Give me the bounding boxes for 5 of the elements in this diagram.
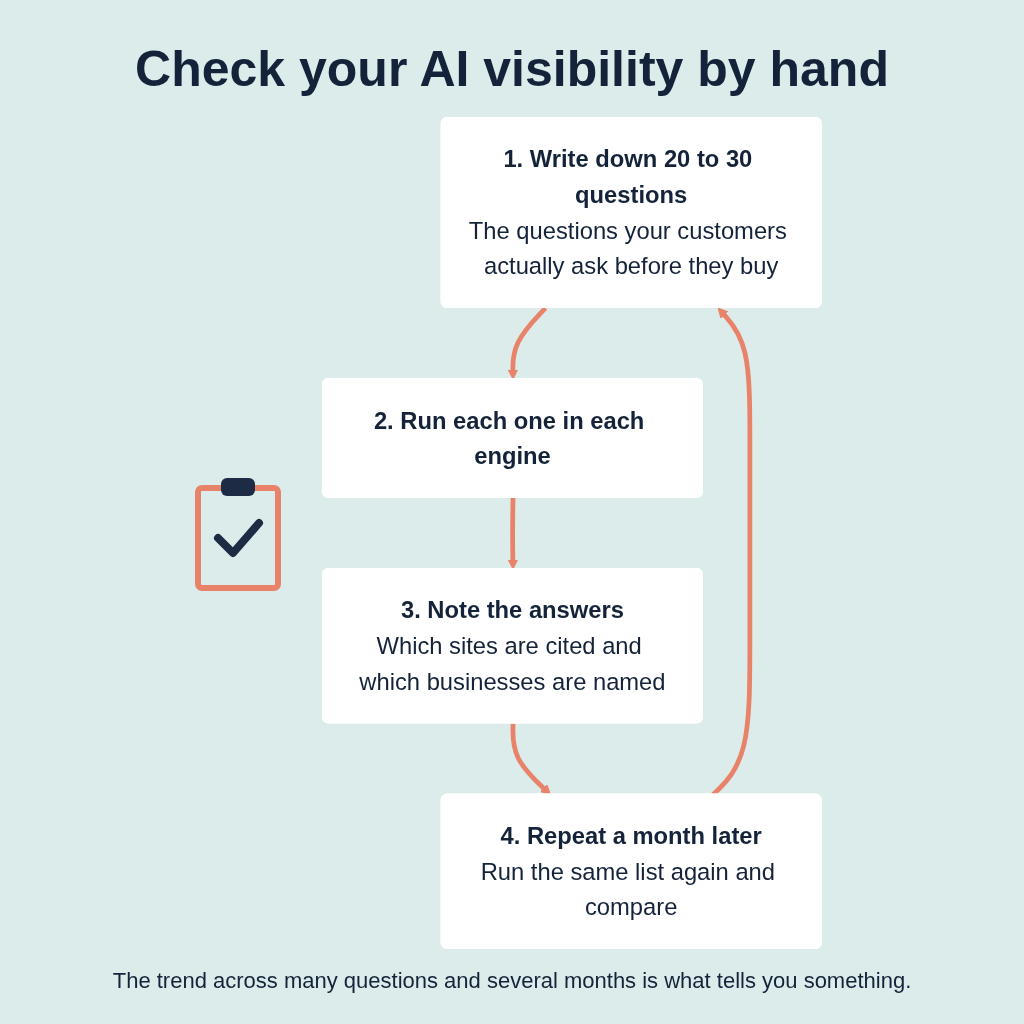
arrow [507, 306, 548, 380]
arrow [510, 723, 552, 796]
title: Check your AI visibility by hand [135, 40, 889, 98]
caption: The trend across many questions and several months is what tells you something. [112, 968, 912, 994]
arrow [507, 497, 519, 570]
